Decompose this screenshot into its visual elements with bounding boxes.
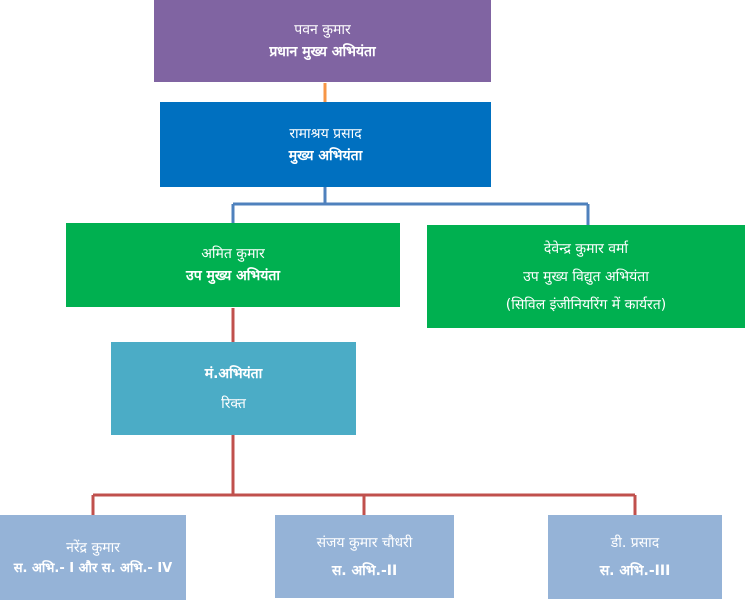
node-name: मं.अभियंता: [204, 365, 263, 382]
node-title: उप मुख्य अभियंता: [186, 268, 280, 284]
node-title: उप मुख्य विद्युत अभियंता: [523, 268, 649, 285]
node-amit-kumar: अमित कुमार उप मुख्य अभियंता: [66, 223, 400, 307]
node-d-prasad: डी. प्रसाद स. अभि.-III: [548, 515, 722, 599]
node-ramashray-prasad: रामाश्रय प्रसाद मुख्य अभियंता: [160, 102, 491, 187]
node-name: देवेन्द्र कुमार वर्मा: [543, 240, 629, 257]
node-name: पवन कुमार: [294, 22, 351, 38]
node-name: अमित कुमार: [201, 246, 265, 262]
node-name: संजय कुमार चौधरी: [316, 534, 413, 551]
node-title: प्रधान मुख्य अभियंता: [269, 44, 376, 60]
node-name: डी. प्रसाद: [610, 535, 660, 551]
node-title: स. अभि.- I और स. अभि.- IV: [13, 560, 173, 576]
node-devendra-kumar-verma: देवेन्द्र कुमार वर्मा उप मुख्य विद्युत अ…: [427, 225, 745, 328]
node-title: स. अभि.-III: [599, 563, 671, 579]
node-narendra-kumar: नरेंद्र कुमार स. अभि.- I और स. अभि.- IV: [0, 515, 186, 600]
node-sanjay-kumar-choudhary: संजय कुमार चौधरी स. अभि.-II: [275, 515, 454, 598]
node-name: रामाश्रय प्रसाद: [289, 125, 362, 142]
node-name: नरेंद्र कुमार: [66, 539, 120, 556]
node-title: मुख्य अभियंता: [288, 147, 363, 164]
node-pawan-kumar: पवन कुमार प्रधान मुख्य अभियंता: [154, 0, 491, 82]
node-title: रिक्त: [221, 395, 246, 412]
node-note: (सिविल इंजीनियरिंग में कार्यरत): [505, 296, 667, 313]
node-mandal-abhiyanta: मं.अभियंता रिक्त: [111, 342, 356, 435]
node-title: स. अभि.-II: [331, 562, 398, 579]
